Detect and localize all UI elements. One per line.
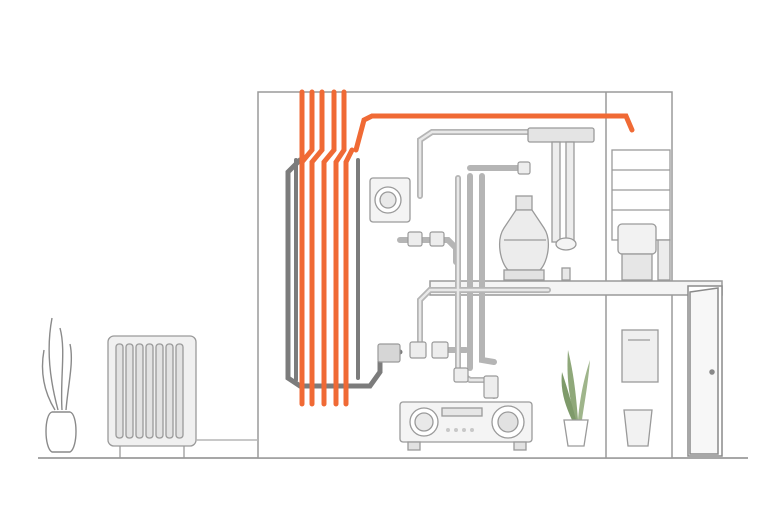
water-heater-icon xyxy=(611,149,671,281)
pipe-fittings xyxy=(377,161,531,399)
boiler-unit-icon xyxy=(399,401,533,451)
pipe-bundle-icon xyxy=(299,89,635,407)
plant-in-vase-icon xyxy=(41,317,77,453)
potted-plant-icon xyxy=(561,350,590,447)
thermostat-dial-icon xyxy=(369,177,411,223)
grey-branch-pipes xyxy=(294,158,360,382)
radiator-icon xyxy=(107,335,197,458)
distribution-manifold xyxy=(527,127,595,281)
door-icon xyxy=(687,285,723,457)
waste-bin xyxy=(623,409,653,447)
pressure-vessel-icon xyxy=(498,195,550,281)
wall-control-panel-icon xyxy=(621,329,659,383)
house-structure xyxy=(257,91,723,459)
house-wall xyxy=(257,91,673,459)
